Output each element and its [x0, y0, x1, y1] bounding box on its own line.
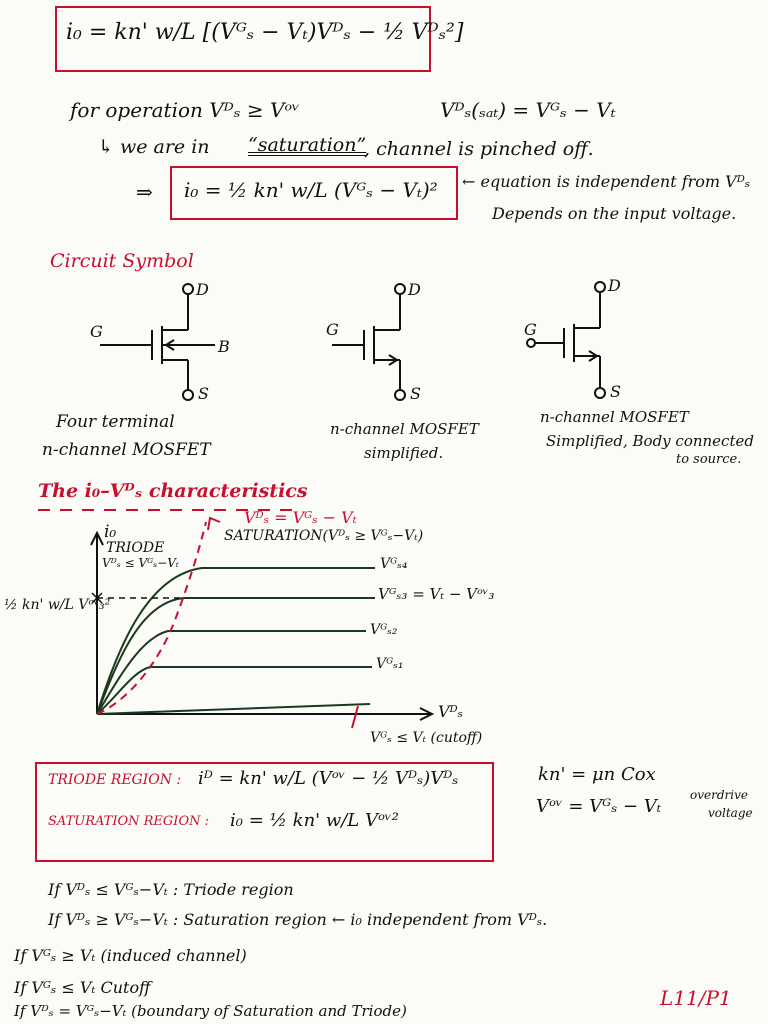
saturation-region-name: SATURATION REGION :: [48, 814, 209, 829]
saturation-line-suffix: , channel is pinched off.: [364, 138, 594, 160]
saturation-line-prefix: ↳ we are in: [98, 136, 210, 158]
sym1-gate-label: G: [90, 322, 103, 341]
y-tick-label: ½ kn' w/L Vᵒᵛ₃²: [4, 597, 111, 613]
sym1-source-label: S: [198, 384, 209, 403]
characteristics-heading: The i₀–Vᴰₛ characteristics: [38, 480, 308, 502]
triode-label: TRIODE: [106, 540, 165, 556]
condition-saturation: If Vᴰₛ ≥ Vᴳₛ−Vₜ : Saturation region ← i₀…: [48, 910, 548, 929]
y-axis-label: i₀: [104, 522, 117, 542]
kn-definition: kn' = μn Cox: [538, 764, 656, 785]
sym1-caption-line1: Four terminal: [56, 412, 175, 432]
circuit-symbol-heading: Circuit Symbol: [50, 250, 194, 272]
sym2-drain-label: D: [408, 280, 421, 299]
saturation-region-label: SATURATION(Vᴰₛ ≥ Vᴳₛ−Vₜ): [224, 528, 424, 544]
regions-box: [35, 762, 494, 862]
mosfet-four-terminal-symbol: [100, 283, 215, 401]
cutoff-pointer: [351, 705, 359, 729]
curve-vgs1: [96, 666, 372, 715]
condition-boundary: If Vᴰₛ = Vᴳₛ−Vₜ (boundary of Saturation …: [14, 1002, 407, 1020]
sat-equation-box: [170, 166, 458, 220]
curve-label-vgs2: Vᴳₛ₂: [370, 622, 398, 638]
vov-definition: Vᵒᵛ = Vᴳₛ − Vₜ: [536, 796, 662, 817]
sym3-caption-line1: n-channel MOSFET: [540, 408, 689, 426]
sym1-caption-line2: n-channel MOSFET: [42, 440, 211, 460]
curve-cutoff: [96, 703, 371, 715]
curve-vgs4: [96, 567, 375, 715]
sym2-gate-label: G: [326, 320, 339, 339]
triode-condition: Vᴰₛ ≤ Vᴳₛ−Vₜ: [102, 556, 179, 570]
page-reference: L11/P1: [660, 986, 732, 1010]
mosfet-simplified-symbol: [332, 283, 406, 401]
independent-note: ← equation is independent from Vᴰₛ: [462, 172, 751, 191]
triode-region-name: TRIODE REGION :: [48, 772, 182, 788]
curve-label-vgs4: Vᴳₛ₄: [380, 556, 408, 572]
condition-triode: If Vᴰₛ ≤ Vᴳₛ−Vₜ : Triode region: [48, 880, 294, 899]
saturation-word: “saturation”: [248, 134, 367, 156]
curve-vgs2: [96, 630, 366, 715]
mosfet-body-connected-symbol: [526, 281, 606, 399]
sym2-caption-line1: n-channel MOSFET: [330, 420, 479, 438]
sym3-caption-line2: Simplified, Body connected: [546, 432, 754, 450]
curve-vgs3: [96, 597, 375, 715]
sym1-body-label: B: [218, 337, 230, 356]
implies-arrow: ⇒: [136, 180, 153, 204]
sym3-caption-line3: to source.: [676, 452, 742, 467]
saturation-region-equation: i₀ = ½ kn' w/L Vᵒᵛ²: [230, 810, 399, 831]
x-axis-label: Vᴰₛ: [438, 702, 464, 721]
sym3-gate-label: G: [524, 320, 537, 339]
curve-label-vgs3: Vᴳₛ₃ = Vₜ − Vᵒᵛ₃: [378, 585, 495, 603]
depends-note: Depends on the input voltage.: [492, 204, 737, 223]
curve-label-vgs1: Vᴳₛ₁: [376, 656, 404, 672]
condition-cutoff: If Vᴳₛ ≤ Vₜ Cutoff: [14, 978, 151, 997]
overdrive-note-line1: overdrive: [690, 788, 748, 802]
sym3-drain-label: D: [608, 276, 621, 295]
sym3-source-label: S: [610, 382, 621, 401]
sym2-caption-line2: simplified.: [364, 444, 444, 462]
operation-line: for operation Vᴰₛ ≥ Vᵒᵛ: [70, 98, 300, 122]
triode-region-equation: iᴰ = kn' w/L (Vᵒᵛ − ½ Vᴰₛ)Vᴰₛ: [198, 768, 459, 789]
sym1-drain-label: D: [196, 280, 209, 299]
vds-sat-definition: Vᴰₛ(ₛₐₜ) = Vᴳₛ − Vₜ: [440, 98, 616, 122]
boundary-label: Vᴰₛ = Vᴳₛ − Vₜ: [244, 508, 357, 527]
top-equation-box: [55, 6, 431, 72]
cutoff-label: Vᴳₛ ≤ Vₜ (cutoff): [370, 730, 483, 746]
sym2-source-label: S: [410, 384, 421, 403]
condition-induced-channel: If Vᴳₛ ≥ Vₜ (induced channel): [14, 946, 247, 965]
overdrive-note-line2: voltage: [708, 806, 753, 820]
sat-equation: i₀ = ½ kn' w/L (Vᴳₛ − Vₜ)²: [184, 178, 438, 202]
top-equation: i₀ = kn' w/L [(Vᴳₛ − Vₜ)Vᴰₛ − ½ Vᴰₛ²]: [66, 20, 464, 45]
